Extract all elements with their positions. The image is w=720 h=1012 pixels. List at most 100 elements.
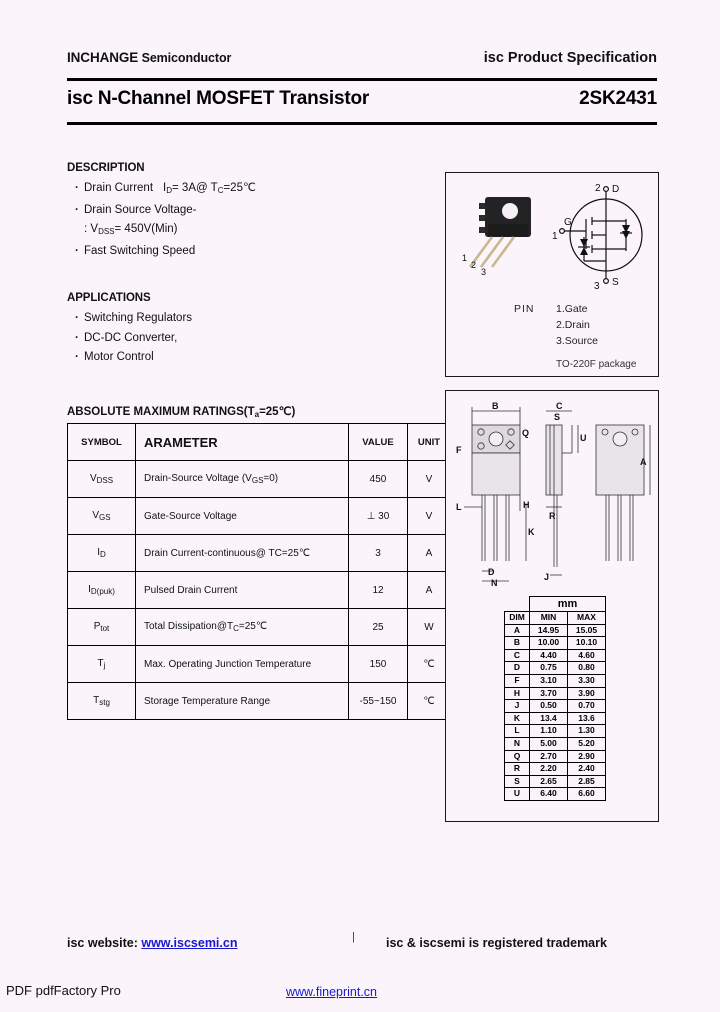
cell-dim: B (504, 636, 530, 650)
desc-item-3-text: Fast Switching Speed (84, 244, 196, 257)
cell-dim: H (504, 686, 530, 701)
dimension-column-header: DIM (504, 611, 530, 625)
cell-max: 1.30 (567, 724, 606, 738)
cell-value: -55~150 (348, 682, 408, 720)
cell-min: 14.95 (529, 623, 568, 638)
cell-dim: C (504, 648, 530, 663)
cell-parameter: Drain-Source Voltage (VGS=0) (135, 460, 349, 498)
cell-max: 3.30 (567, 673, 606, 688)
iscsemi-link[interactable]: www.iscsemi.cn (141, 936, 238, 950)
svg-text:R: R (549, 511, 556, 521)
description-heading: DESCRIPTION (67, 162, 145, 174)
title-row: isc N-Channel MOSFET Transistor 2SK2431 (67, 88, 657, 110)
header-rule-top (67, 78, 657, 81)
cell-min: 5.00 (529, 736, 568, 751)
desc-item-2-text: : V (84, 223, 99, 235)
list-item: Drain Source Voltage- (75, 201, 256, 221)
list-item: Fast Switching Speed (75, 242, 256, 262)
ratings-heading-tail: =25℃) (259, 406, 296, 418)
svg-text:2: 2 (595, 183, 601, 194)
cell-min: 10.00 (529, 636, 568, 650)
desc-item-2-value: = 450V(Min) (114, 223, 178, 235)
svg-text:H: H (523, 500, 530, 510)
cell-min: 4.40 (529, 648, 568, 663)
column-header-symbol: SYMBOL (67, 423, 136, 461)
svg-text:D: D (488, 567, 495, 577)
cell-dim: S (504, 774, 530, 789)
svg-text:N: N (491, 578, 498, 588)
cell-parameter: Gate-Source Voltage (135, 497, 349, 535)
page-title: isc N-Channel MOSFET Transistor (67, 88, 370, 109)
cell-value: 25 (348, 608, 408, 646)
svg-text:A: A (640, 457, 647, 467)
cell-min: 2.65 (529, 774, 568, 789)
cell-max: 0.70 (567, 699, 606, 713)
cell-dim: U (504, 787, 530, 801)
cell-symbol: ID (67, 534, 136, 572)
svg-text:F: F (456, 445, 462, 455)
cell-min: 0.50 (529, 699, 568, 713)
cell-max: 15.05 (567, 623, 606, 638)
package-name: TO-220F package (556, 359, 637, 370)
svg-text:K: K (528, 527, 535, 537)
column-header-unit: UNIT (407, 423, 451, 461)
cell-max: 10.10 (567, 636, 606, 650)
pinout-diagram-box: 1 2 3 (445, 172, 659, 377)
desc-item-0-temp: =25℃ (223, 182, 256, 194)
cell-symbol: VGS (67, 497, 136, 535)
cell-symbol: ID(puk) (67, 571, 136, 609)
cell-parameter: Drain Current-continuous@ TC=25℃ (135, 534, 349, 572)
svg-text:B: B (492, 401, 499, 411)
svg-text:1: 1 (462, 253, 467, 263)
sub-c: C (217, 186, 224, 195)
cell-min: 6.40 (529, 787, 568, 801)
spec-label: isc Product Specification (483, 50, 657, 66)
svg-text:D: D (612, 184, 619, 195)
svg-text:G: G (564, 217, 572, 228)
cell-min: 1.10 (529, 724, 568, 738)
ratings-heading: ABSOLUTE MAXIMUM RATINGS(Ta=25℃) (67, 404, 295, 419)
cell-max: 0.80 (567, 661, 606, 675)
cell-value: 150 (348, 645, 408, 683)
applications-heading: APPLICATIONS (67, 292, 151, 304)
svg-text:S: S (554, 412, 560, 422)
list-item: : VDSS= 450V(Min) (75, 220, 256, 242)
package-photo: 1 2 3 (462, 197, 531, 277)
cell-dim: R (504, 762, 530, 776)
cell-max: 2.40 (567, 762, 606, 776)
cell-max: 3.90 (567, 686, 606, 701)
cell-min: 0.75 (529, 661, 568, 675)
page-header: INCHANGE Semiconductor isc Product Speci… (67, 50, 657, 66)
cell-min: 3.10 (529, 673, 568, 688)
cell-min: 13.4 (529, 711, 568, 726)
cell-parameter: Storage Temperature Range (135, 682, 349, 720)
fineprint-link[interactable]: www.fineprint.cn (286, 985, 378, 999)
cell-min: 2.70 (529, 749, 568, 764)
desc-item-0-text: Drain Current (84, 182, 154, 194)
cell-parameter: Max. Operating Junction Temperature (135, 645, 349, 683)
cell-max: 4.60 (567, 648, 606, 663)
svg-text:3: 3 (594, 281, 600, 292)
dimension-unit-row: mm (505, 596, 606, 612)
svg-text:S: S (612, 277, 619, 288)
company-name-rest: Semiconductor (138, 51, 232, 65)
footer-website-label: isc website: (67, 936, 138, 950)
dimension-unit-header: mm (529, 596, 606, 612)
cell-dim: A (504, 623, 530, 638)
sub-d: D (166, 186, 173, 195)
